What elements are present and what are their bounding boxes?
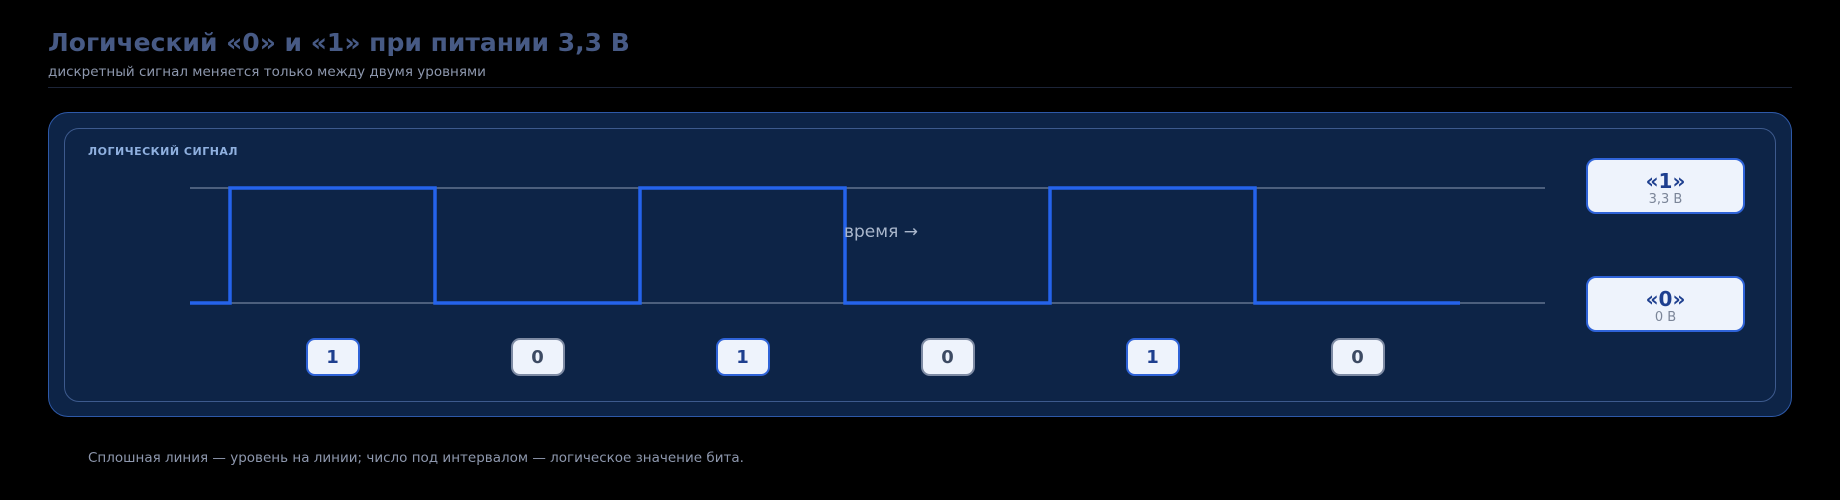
bit-label: 0 (510, 338, 565, 376)
level-zero-badge: «0» 0 В (1586, 276, 1745, 332)
panel-label: ЛОГИЧЕСКИЙ СИГНАЛ (88, 145, 239, 158)
bit-label: 0 (920, 338, 975, 376)
bit-label: 1 (1125, 338, 1180, 376)
bit-label: 1 (305, 338, 360, 376)
footnote: Сплошная линия — уровень на линии; число… (88, 450, 744, 466)
header-divider (48, 87, 1792, 88)
page-subtitle: дискретный сигнал меняется только между … (48, 64, 486, 80)
level-one-voltage: 3,3 В (1648, 192, 1683, 207)
level-zero-voltage: 0 В (1654, 310, 1677, 325)
level-one-name: «1» (1645, 169, 1686, 193)
signal-waveform (190, 186, 1460, 305)
bit-label: 1 (715, 338, 770, 376)
level-zero-name: «0» (1645, 287, 1686, 311)
level-one-badge: «1» 3,3 В (1586, 158, 1745, 214)
page-title: Логический «0» и «1» при питании 3,3 В (48, 28, 630, 57)
bit-label: 0 (1330, 338, 1385, 376)
signal-panel-inner (64, 128, 1776, 402)
time-axis-label: время → (844, 222, 918, 242)
